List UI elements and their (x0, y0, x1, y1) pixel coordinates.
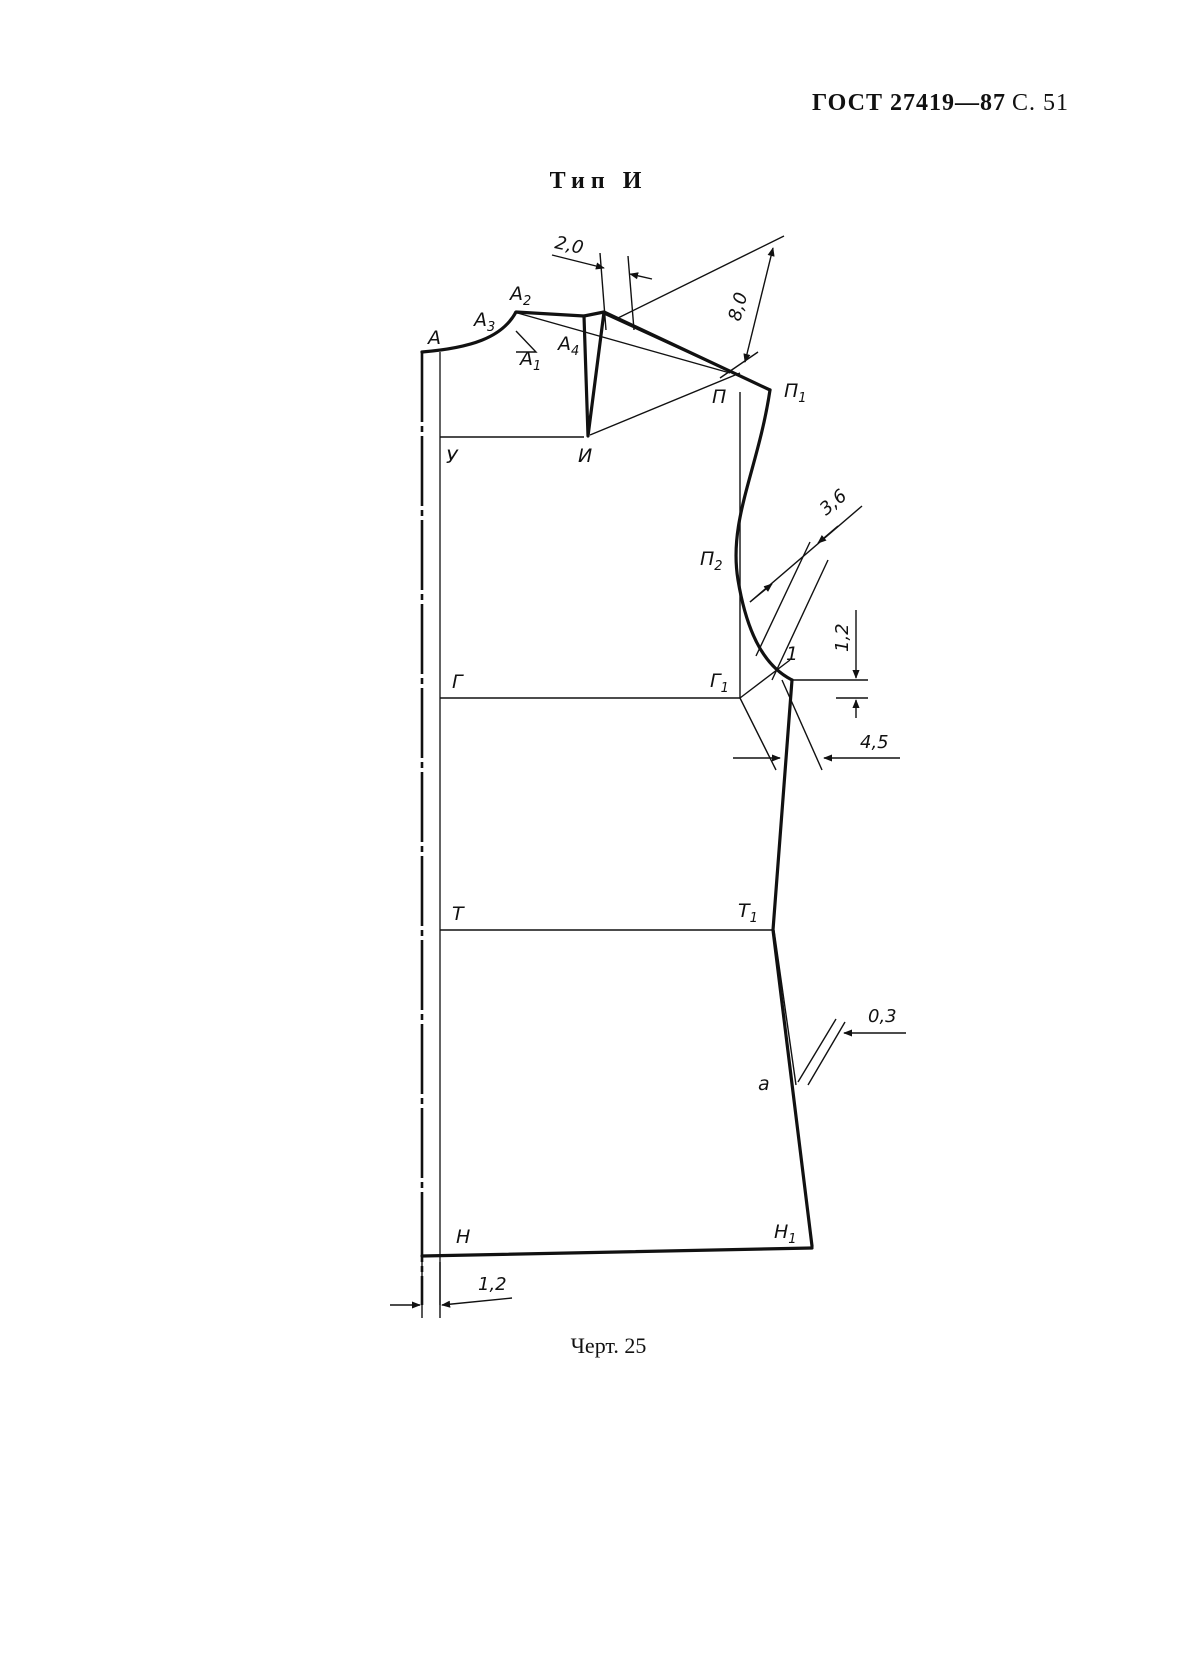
point-label-G1: Г1 (710, 670, 729, 696)
point-label-T1: Т1 (738, 900, 758, 926)
dimension-3-6: 3,6 (816, 485, 851, 519)
point-label-P2: П2 (700, 548, 723, 574)
point-labels: A A3 A2 A1 A4 П П1 У И П2 Г Г1 1 Т Т1 а … (426, 283, 807, 1248)
point-label-1: 1 (786, 643, 798, 665)
pattern-outline (420, 310, 814, 1258)
page-number: С. 51 (1011, 90, 1069, 116)
dimension-0-3: 0,3 (868, 1006, 897, 1027)
point-label-G: Г (452, 671, 464, 693)
dimension-8-0: 8,0 (725, 290, 753, 323)
point-label-a: а (758, 1073, 770, 1095)
dimension-1-2-bottom: 1,2 (478, 1274, 507, 1295)
dimension-lines (390, 235, 906, 1318)
point-label-U: У (446, 446, 459, 468)
type-title: Тип И (549, 168, 648, 194)
standard-number: ГОСТ 27419—87 (812, 90, 1006, 116)
point-label-A2: A2 (508, 283, 531, 309)
dimension-4-5: 4,5 (860, 732, 889, 753)
point-label-H1: Н1 (774, 1221, 797, 1247)
point-label-T: Т (452, 903, 465, 925)
point-label-A: A (426, 327, 441, 349)
dimension-labels: 2,0 8,0 3,6 1,2 4,5 0,3 1,2 (478, 232, 897, 1295)
point-label-A1: A1 (518, 348, 541, 374)
point-label-P1: П1 (784, 380, 807, 406)
dimension-1-2-side: 1,2 (832, 623, 853, 652)
point-label-I: И (578, 445, 592, 467)
point-label-A3: A3 (472, 309, 495, 335)
point-label-A4: A4 (556, 333, 579, 359)
construction-lines (440, 311, 829, 1086)
centre-front-lines (420, 352, 441, 1305)
point-label-H: Н (456, 1226, 470, 1248)
point-label-P: П (712, 386, 726, 408)
figure-caption: Черт. 25 (570, 1333, 647, 1358)
dimension-2-0: 2,0 (553, 232, 585, 258)
